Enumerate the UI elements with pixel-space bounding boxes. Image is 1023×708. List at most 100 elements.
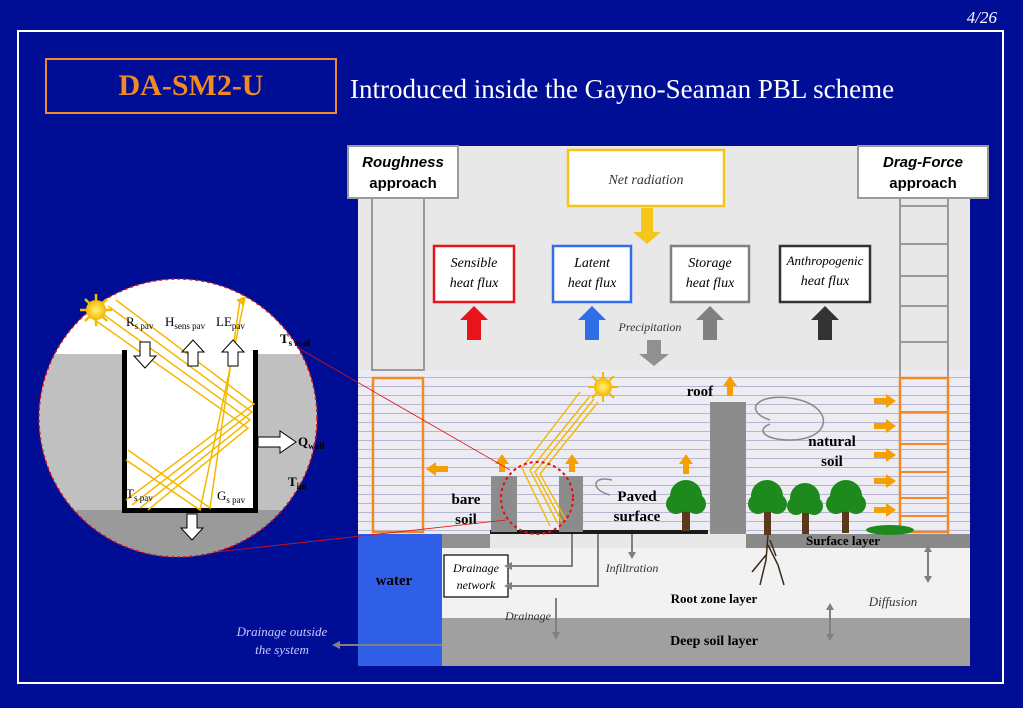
sensible-arrow [460, 306, 488, 340]
le-arrow [220, 339, 246, 367]
net-radiation-box [566, 148, 726, 208]
h-sub: sens pav [174, 321, 205, 331]
svg-text:heat flux: heat flux [450, 276, 499, 291]
zoom-target-circle [500, 461, 574, 535]
sensible-heat-box: Sensible heat flux [432, 244, 516, 304]
solar-rays [521, 391, 599, 527]
g-sub: s pav [226, 495, 245, 505]
zoom-inset: Rs pav Hsens pav LEpav Ts roof Qwall Tin… [38, 278, 325, 558]
t-int-label: T [288, 474, 297, 489]
anthropogenic-heat-box: Anthropogenic heat flux [778, 244, 872, 304]
svg-text:Storage: Storage [688, 256, 732, 271]
drainage-network-label-1: Drainage [452, 561, 500, 575]
drag-force-label-2: approach [889, 175, 957, 192]
svg-text:Anthropogenic: Anthropogenic [786, 253, 864, 268]
latent-heat-box: Latent heat flux [551, 244, 633, 304]
t-pav-label: T [126, 486, 134, 501]
r-arrow [132, 341, 158, 369]
drag-force-approach-box: Drag-Force approach [857, 145, 989, 199]
drainage-lines [338, 534, 929, 646]
drainage-arrowheads [332, 545, 932, 649]
roof-label: roof [687, 384, 714, 400]
drag-force-ladder [898, 196, 950, 534]
latent-arrow [578, 306, 606, 340]
surface-layer-strip [746, 534, 970, 548]
drainage-outside-label-1: Drainage outside [236, 624, 328, 639]
drainage-label: Drainage [504, 609, 552, 623]
drainage-outside-label-2: the system [255, 642, 309, 657]
g-label: G [217, 488, 226, 503]
drainage-network-label-2: network [457, 578, 496, 592]
tree-roots [751, 534, 785, 586]
t-roof-label: T [280, 331, 289, 346]
water-body [358, 534, 442, 666]
r-sub: s pav [135, 321, 154, 331]
slide-title: DA-SM2-U [118, 69, 264, 102]
page-number: 4/26 [966, 8, 997, 27]
water-label: water [376, 573, 413, 589]
r-label: R [126, 314, 135, 329]
svg-text:Hsens pav: Hsens pav [165, 314, 206, 331]
net-radiation-arrow [633, 208, 661, 244]
svg-text:Ts pav: Ts pav [126, 486, 153, 503]
bare-soil-strip [442, 534, 490, 548]
title-box: DA-SM2-U [45, 58, 337, 114]
paved-surface-label-2: surface [614, 509, 661, 525]
slide-frame [17, 30, 1004, 684]
diffusion-label: Diffusion [868, 594, 917, 609]
svg-text:Gs pav: Gs pav [217, 488, 246, 505]
drainage-network-box [443, 554, 509, 598]
root-zone-layer-label: Root zone layer [671, 591, 758, 606]
q-wall-sub: wall [308, 441, 325, 451]
natural-soil-label-2: soil [821, 454, 843, 470]
h-arrow [180, 339, 206, 367]
tree-icon [826, 480, 866, 533]
storage-arrow [696, 306, 724, 340]
svg-text:Rs pav: Rs pav [126, 314, 154, 331]
q-wall-label: Q [298, 434, 308, 449]
le-label: LE [216, 314, 232, 329]
svg-text:Sensible: Sensible [451, 256, 498, 271]
precipitation-label: Precipitation [618, 320, 682, 334]
subtitle: Introduced inside the Gayno-Seaman PBL s… [350, 74, 895, 104]
orange-flux-arrows [426, 376, 896, 517]
zoom-sun-core [86, 300, 106, 320]
tree-icon [666, 480, 706, 531]
natural-soil-label-1: natural [808, 434, 856, 450]
anthropogenic-arrow [811, 306, 839, 340]
h-label: H [165, 314, 174, 329]
t-pav-sub: s pav [134, 493, 153, 503]
zoom-connector-bottom [179, 519, 507, 557]
q-wall-arrow [257, 430, 297, 454]
canyon-swirl [595, 478, 613, 496]
g-arrow [179, 513, 205, 541]
roughness-label-1: Roughness [362, 154, 444, 171]
t-int-sub: int [297, 481, 308, 491]
net-radiation-label: Net radiation [607, 173, 683, 188]
storage-heat-box: Storage heat flux [669, 244, 751, 304]
roughness-approach-box: Roughness approach [347, 145, 459, 199]
grass-patch [866, 525, 914, 535]
svg-text:Latent: Latent [573, 256, 611, 271]
drag-force-label-1: Drag-Force [883, 154, 963, 171]
svg-text:Qwall: Qwall [298, 434, 325, 451]
roughness-label-2: approach [369, 175, 437, 192]
surface-layer-label: Surface layer [806, 533, 880, 548]
sun-icon [588, 372, 618, 402]
tree-icon [787, 483, 823, 534]
le-sub: pav [232, 321, 245, 331]
svg-text:heat flux: heat flux [801, 274, 850, 289]
svg-text:Ts roof: Ts roof [280, 331, 311, 348]
svg-text:Tint: Tint [288, 474, 307, 491]
precipitation-arrow [639, 340, 669, 366]
svg-text:heat flux: heat flux [686, 276, 735, 291]
bare-soil-label-1: bare [452, 492, 481, 508]
paved-surface-label-1: Paved [617, 489, 657, 505]
svg-text:LEpav: LEpav [216, 314, 245, 331]
paved-strip [490, 530, 708, 534]
canopy-layer [358, 370, 970, 534]
tree-icon [748, 480, 787, 535]
recirculation-swirl [754, 396, 825, 441]
t-roof-sub: s roof [289, 338, 312, 348]
